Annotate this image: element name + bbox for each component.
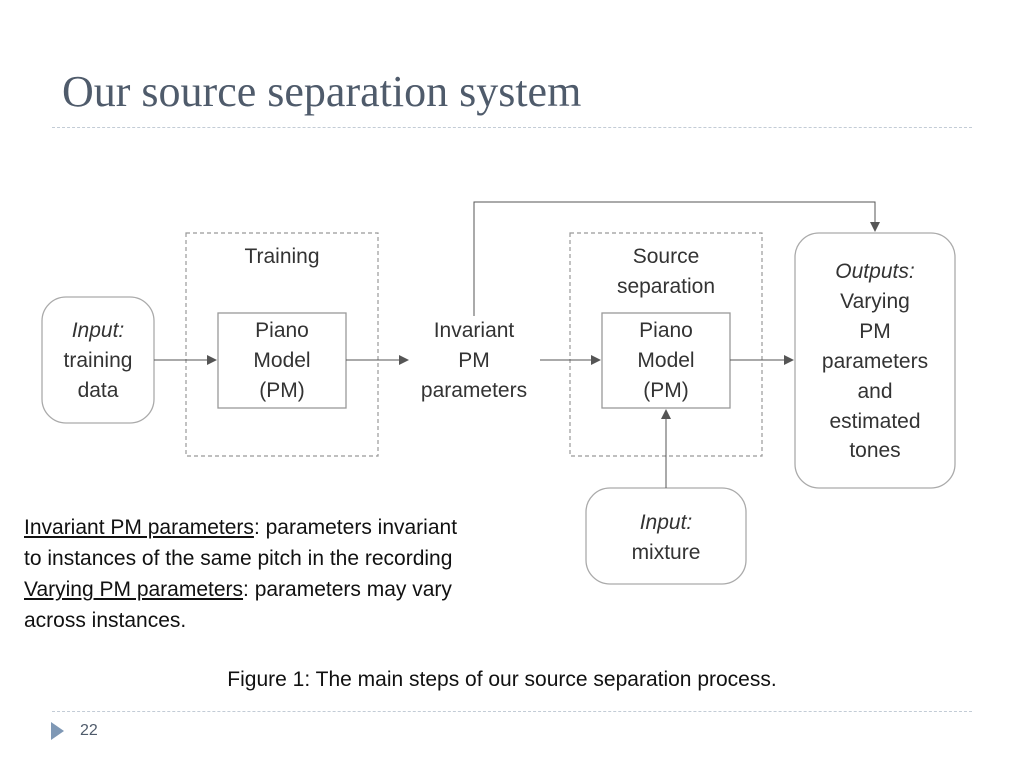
training-label: Training <box>244 245 319 268</box>
title-divider <box>52 127 972 128</box>
piano-model-1-line-2: Model <box>253 349 310 372</box>
input-training-node: Input: training data <box>41 296 155 424</box>
definitions-notes: Invariant PM parameters: parameters inva… <box>24 512 584 636</box>
invariant-line-1: Invariant <box>434 319 515 342</box>
arrow-invariant-to-outputs <box>473 201 880 316</box>
outputs-label: Outputs: <box>835 260 914 283</box>
slide-number: 22 <box>80 722 98 739</box>
outputs-line-5: estimated <box>829 410 920 433</box>
input-training-line-1: training <box>64 349 133 372</box>
notes-line-3: Varying PM parameters: parameters may va… <box>24 574 584 605</box>
piano-model-2-line-3: (PM) <box>643 379 689 402</box>
input-mixture-label: Input: <box>640 511 693 534</box>
notes-line-1: Invariant PM parameters: parameters inva… <box>24 512 584 543</box>
footer-divider <box>52 711 972 712</box>
piano-model-2-line-1: Piano <box>639 319 693 342</box>
input-training-label: Input: <box>72 319 125 342</box>
slide-title: Our source separation system <box>62 67 582 116</box>
piano-model-2-line-2: Model <box>637 349 694 372</box>
outputs-line-3: parameters <box>822 350 928 373</box>
piano-model-1-line-1: Piano <box>255 319 309 342</box>
invariant-term: Invariant PM parameters <box>24 516 254 539</box>
source-separation-label-line-2: separation <box>617 275 715 298</box>
source-separation-diagram: Training Source separation Input: traini… <box>41 201 956 585</box>
outputs-line-1: Varying <box>840 290 910 313</box>
slide-bullet-icon <box>51 722 64 740</box>
notes-line-4: across instances. <box>24 609 187 632</box>
piano-model-1-line-3: (PM) <box>259 379 305 402</box>
piano-model-separation-node: Piano Model (PM) <box>601 312 731 409</box>
varying-def-1: : parameters may vary <box>243 578 452 601</box>
notes-line-2: to instances of the same pitch in the re… <box>24 547 453 570</box>
piano-model-training-node: Piano Model (PM) <box>217 312 347 409</box>
outputs-line-2: PM <box>859 320 891 343</box>
invariant-params-node: Invariant PM parameters <box>421 319 527 402</box>
input-mixture-line-1: mixture <box>632 541 701 564</box>
input-training-line-2: data <box>78 379 119 402</box>
outputs-line-6: tones <box>849 439 900 462</box>
input-mixture-node: Input: mixture <box>585 487 747 585</box>
source-separation-label-line-1: Source <box>633 245 700 268</box>
invariant-def-1: : parameters invariant <box>253 516 458 539</box>
outputs-line-4: and <box>857 380 892 403</box>
invariant-line-2: PM <box>458 349 490 372</box>
outputs-node: Outputs: Varying PM parameters and estim… <box>794 232 956 489</box>
training-group: Training <box>185 232 379 457</box>
varying-term: Varying PM parameters <box>24 578 244 601</box>
invariant-line-3: parameters <box>421 379 527 402</box>
figure-caption: Figure 1: The main steps of our source s… <box>227 668 777 691</box>
